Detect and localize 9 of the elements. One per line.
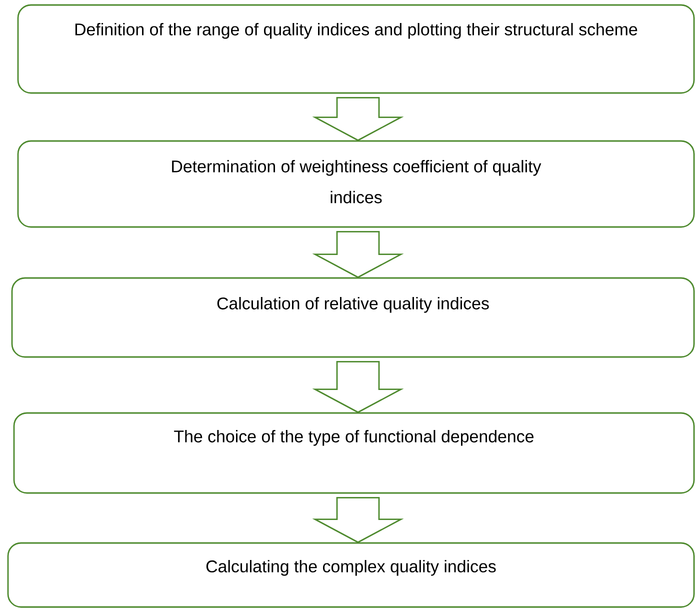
process-box: The choice of the type of functional dependence [13,412,695,494]
block-arrow [312,97,404,142]
process-box: Determination of weightiness coefficient of quality indices [17,140,695,228]
process-box: Calculation of relative quality indices [11,277,695,358]
process-box: Definition of the range of quality indices and plotting their structural scheme [17,4,695,94]
block-arrow [312,361,404,414]
block-arrow [312,231,404,278]
process-box: Calculating the complex quality indices [7,542,695,608]
block-arrow [312,497,404,544]
